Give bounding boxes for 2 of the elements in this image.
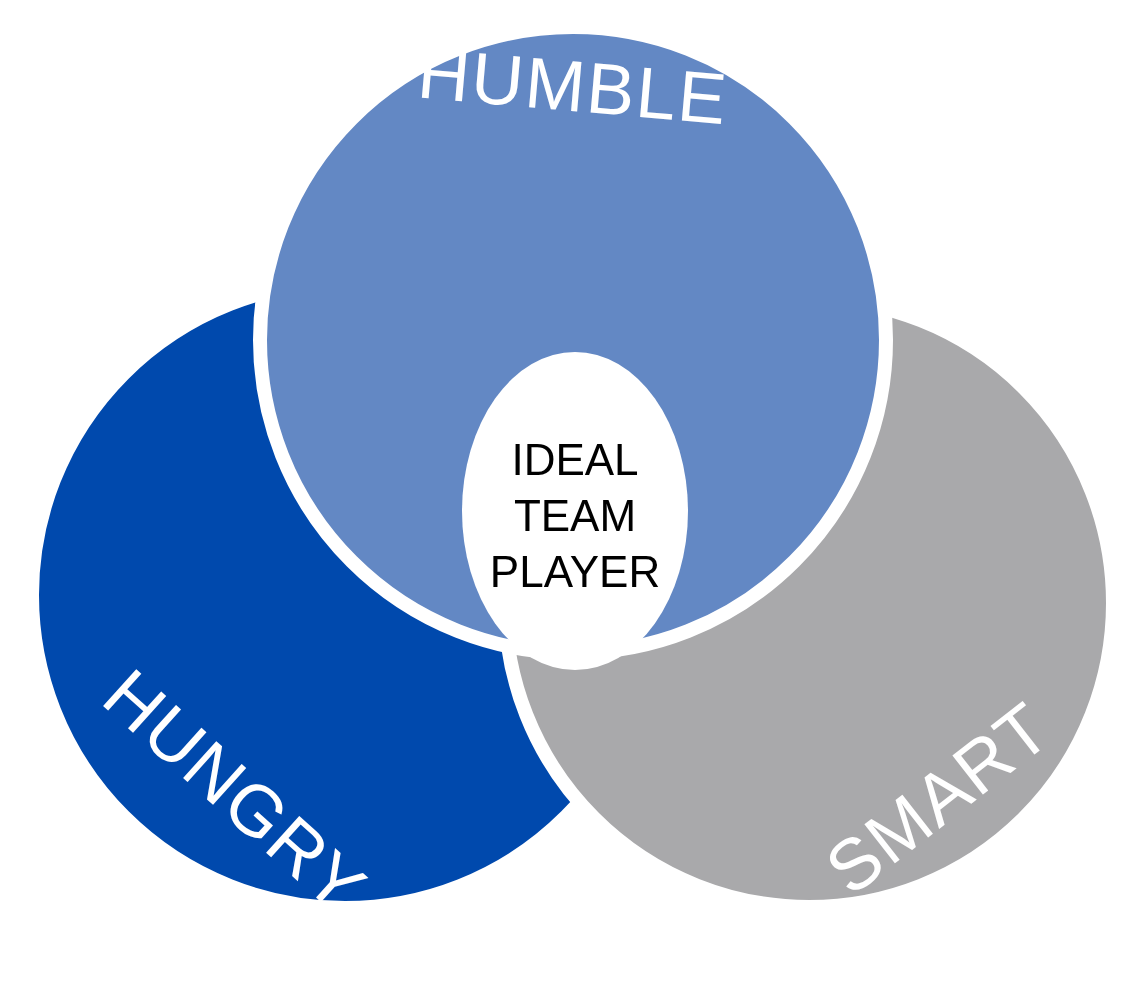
circle-label: HUMBLE (413, 35, 733, 137)
center-label: IDEAL TEAM PLAYER (488, 434, 662, 598)
